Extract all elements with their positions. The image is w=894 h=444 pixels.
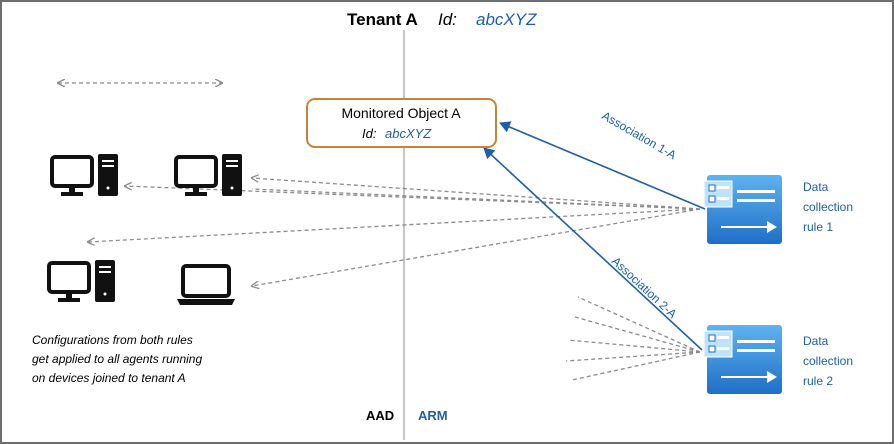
desktop-computer-icon <box>47 260 115 302</box>
tenant-id-value: abcXYZ <box>476 10 537 29</box>
desktop-computer-icon <box>174 154 242 196</box>
note-line2: get applied to all agents running <box>32 352 202 366</box>
association-1a-label: Association 1-A <box>600 108 679 162</box>
rule1-label-line3: rule 1 <box>803 220 833 234</box>
monitored-object-id-label: Id: <box>362 126 377 141</box>
rule1-connections <box>88 178 701 286</box>
rule1-to-device4 <box>252 208 701 286</box>
rule2-label-line2: collection <box>803 354 853 368</box>
rule2-line-2 <box>574 316 701 353</box>
monitored-object-box <box>306 98 497 148</box>
monitored-object-id-value: abcXYZ <box>385 126 432 141</box>
rule2-line-3 <box>567 339 701 353</box>
rule2-connections <box>565 296 701 381</box>
rule1-to-device1 <box>252 178 701 210</box>
rule2-line-1 <box>577 296 701 353</box>
data-collection-rule-icon <box>703 175 782 244</box>
rule1-to-device3 <box>88 208 701 242</box>
tenant-title: Tenant A <box>347 10 418 29</box>
rule1-label-line2: collection <box>803 200 853 214</box>
rule1-to-device1-b <box>251 188 701 210</box>
data-collection-rule-icon <box>703 325 782 394</box>
note-line3: on devices joined to tenant A <box>32 371 186 385</box>
rule1-to-device2 <box>125 186 701 210</box>
monitored-object-title: Monitored Object A <box>341 105 461 121</box>
rule2-label-line3: rule 2 <box>803 374 833 388</box>
note-line1: Configurations from both rules <box>32 333 193 347</box>
rule2-line-5 <box>571 351 701 381</box>
association-2a-arrow <box>483 147 703 351</box>
laptop-icon <box>177 264 235 305</box>
association-2a-label: Association 2-A <box>609 254 680 321</box>
zone-aad-label: AAD <box>366 408 394 423</box>
rule2-label-line1: Data <box>803 334 829 348</box>
rule1-label-line1: Data <box>803 180 829 194</box>
tenant-id-label: Id: <box>438 10 457 29</box>
desktop-computer-icon <box>50 154 118 196</box>
rule2-line-4 <box>565 351 701 362</box>
zone-arm-label: ARM <box>418 408 448 423</box>
association-1a-arrow <box>499 121 706 210</box>
